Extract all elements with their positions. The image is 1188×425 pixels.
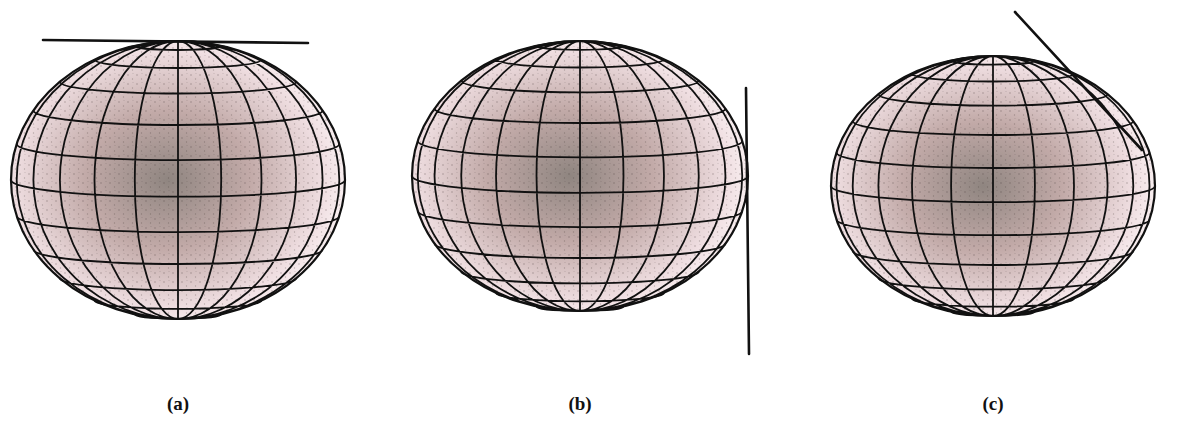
globe-texture [831, 56, 1155, 316]
figure-label: (b) [568, 393, 591, 415]
globe-fill [11, 41, 345, 319]
globe-outline [412, 41, 748, 311]
tangent-line [746, 88, 749, 354]
figure-label: (a) [167, 393, 189, 415]
globe [831, 56, 1155, 316]
globe-fill [412, 41, 748, 311]
tangent-planes [43, 12, 1142, 354]
globe-texture [412, 41, 748, 311]
globe-outline [831, 56, 1155, 316]
globe-texture [11, 41, 345, 319]
graticule [11, 41, 345, 319]
globe [11, 41, 345, 319]
graticule [831, 56, 1155, 316]
figure-label: (c) [982, 393, 1003, 415]
globe [412, 41, 748, 311]
globe-fill [831, 56, 1155, 316]
globe-outline [11, 41, 345, 319]
graticule [412, 41, 748, 311]
tangent-line [1015, 12, 1142, 150]
tangent-line [43, 40, 308, 43]
